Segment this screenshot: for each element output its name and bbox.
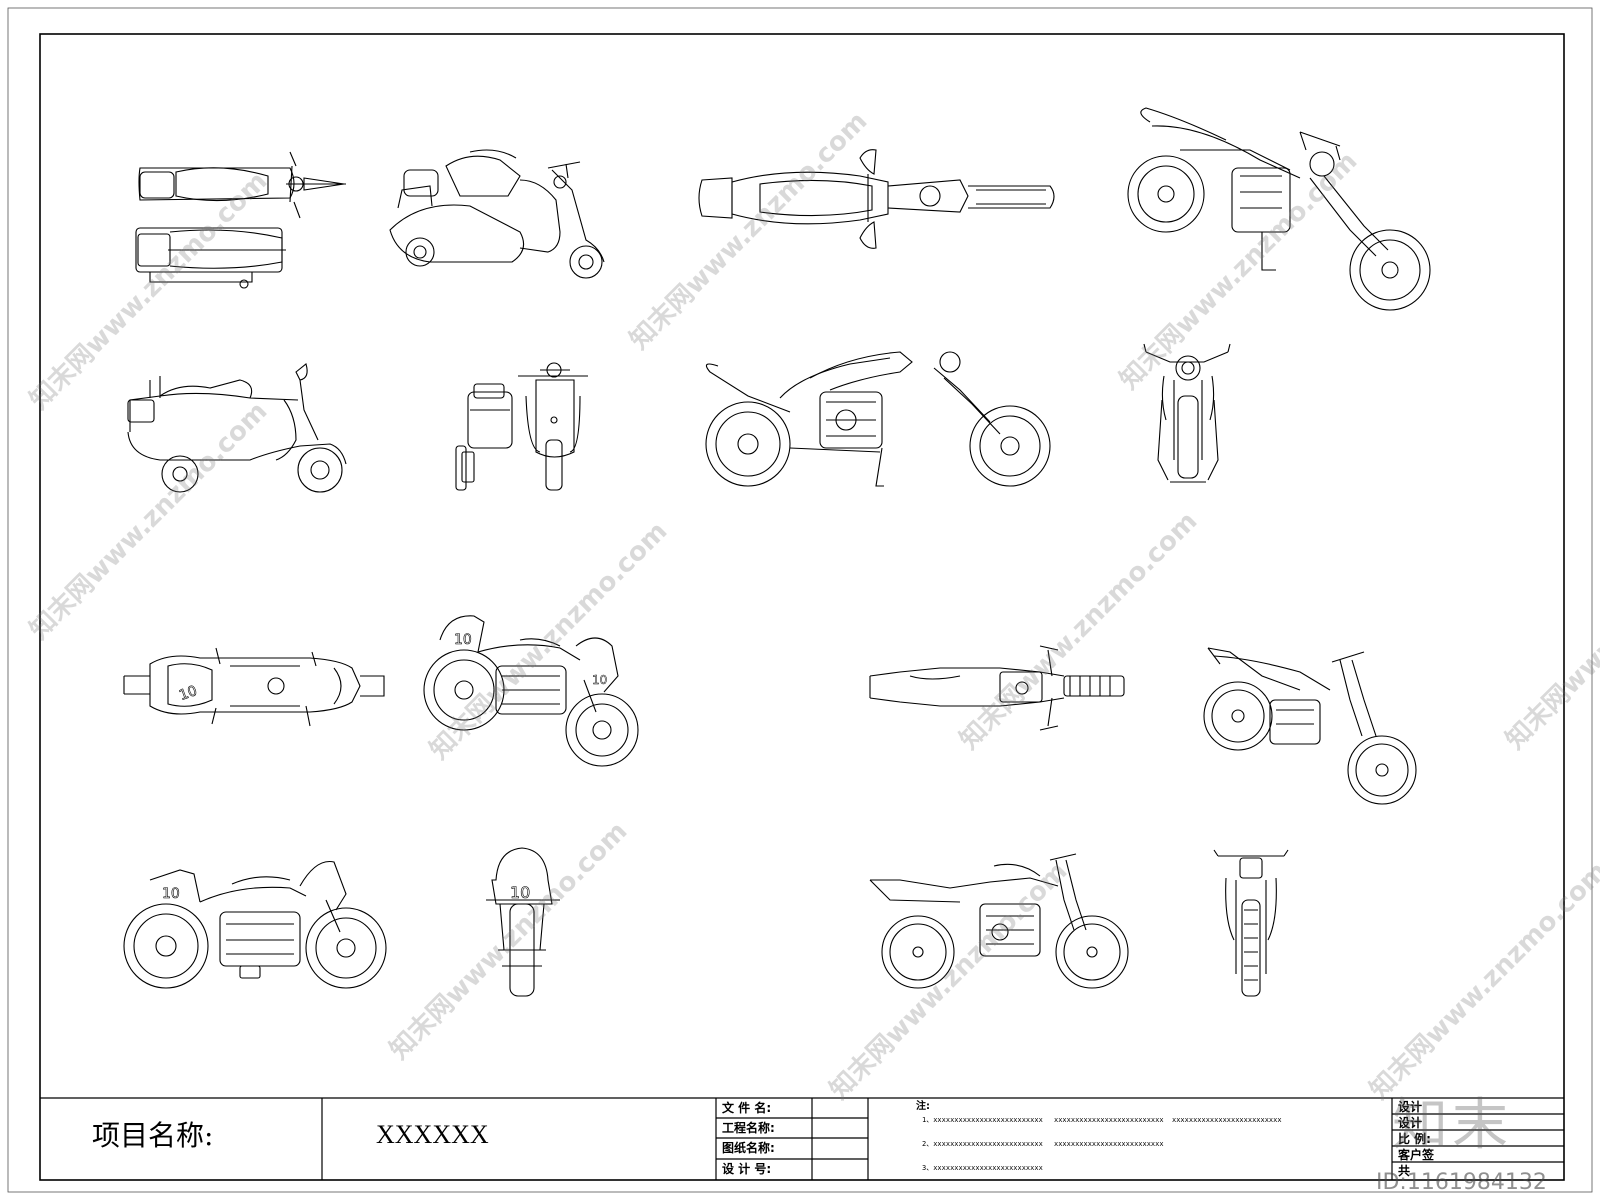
svg-text:10: 10 xyxy=(510,883,530,902)
scooter-sidecar-top-icon xyxy=(135,151,346,289)
note-1: 1、xxxxxxxxxxxxxxxxxxxxxxxxxx xyxy=(922,1116,1043,1124)
note-3: 3、xxxxxxxxxxxxxxxxxxxxxxxxxx xyxy=(922,1164,1043,1172)
watermark-id: ID:1161984132 xyxy=(1376,1170,1547,1195)
svg-text:10: 10 xyxy=(592,673,607,687)
design-number-label: 设 计 号: xyxy=(722,1162,772,1176)
note-1c: xxxxxxxxxxxxxxxxxxxxxxxxxx xyxy=(1172,1116,1282,1124)
svg-text:10: 10 xyxy=(177,683,199,704)
racer-iso-icon: 10 10 xyxy=(423,615,639,767)
dirtbike-iso-icon xyxy=(1203,647,1417,805)
watermark-logo: 知末 xyxy=(1392,1093,1512,1158)
notes-title: 注: xyxy=(916,1101,930,1112)
drawing-name-label: 图纸名称: xyxy=(722,1141,775,1155)
chopper-front-icon xyxy=(1143,343,1231,483)
note-1b: xxxxxxxxxxxxxxxxxxxxxxxxxx xyxy=(1054,1116,1164,1124)
title-block xyxy=(40,1097,1564,1180)
svg-text:10: 10 xyxy=(162,886,180,902)
project-name-value: XXXXXX xyxy=(376,1120,489,1149)
outer-border xyxy=(7,7,1593,1193)
scooter-sidecar-side-icon xyxy=(127,363,347,493)
project-name-label: 项目名称: xyxy=(92,1119,214,1152)
racer-top-icon: 10 xyxy=(123,647,385,727)
scooter-sidecar-iso-icon xyxy=(389,149,605,279)
racer-front-icon: 10 xyxy=(486,847,560,997)
chopper-top-icon xyxy=(698,149,1055,249)
svg-text:10: 10 xyxy=(454,632,472,648)
racer-side-icon: 10 xyxy=(123,860,387,989)
client-sign-label: 客户签 xyxy=(1398,1148,1435,1162)
dirtbike-side-icon xyxy=(869,853,1129,989)
scale-label: 比 例: xyxy=(1398,1132,1431,1146)
note-2b: xxxxxxxxxxxxxxxxxxxxxxxxxx xyxy=(1054,1140,1164,1148)
designer-label: 设计 xyxy=(1398,1100,1423,1114)
chopper-side-icon xyxy=(705,351,1051,487)
dirtbike-top-icon xyxy=(869,645,1125,731)
drawing-frame xyxy=(39,33,1565,1181)
dirtbike-front-icon xyxy=(1213,849,1289,997)
chopper-iso-icon xyxy=(1127,107,1431,311)
project-title-label: 工程名称: xyxy=(722,1121,775,1135)
total-label: 共 xyxy=(1398,1164,1411,1178)
design-label: 设计 xyxy=(1398,1116,1423,1130)
scooter-sidecar-front-icon xyxy=(455,362,588,491)
file-name-label: 文 件 名: xyxy=(722,1101,772,1115)
note-2: 2、xxxxxxxxxxxxxxxxxxxxxxxxxx xyxy=(922,1140,1043,1148)
